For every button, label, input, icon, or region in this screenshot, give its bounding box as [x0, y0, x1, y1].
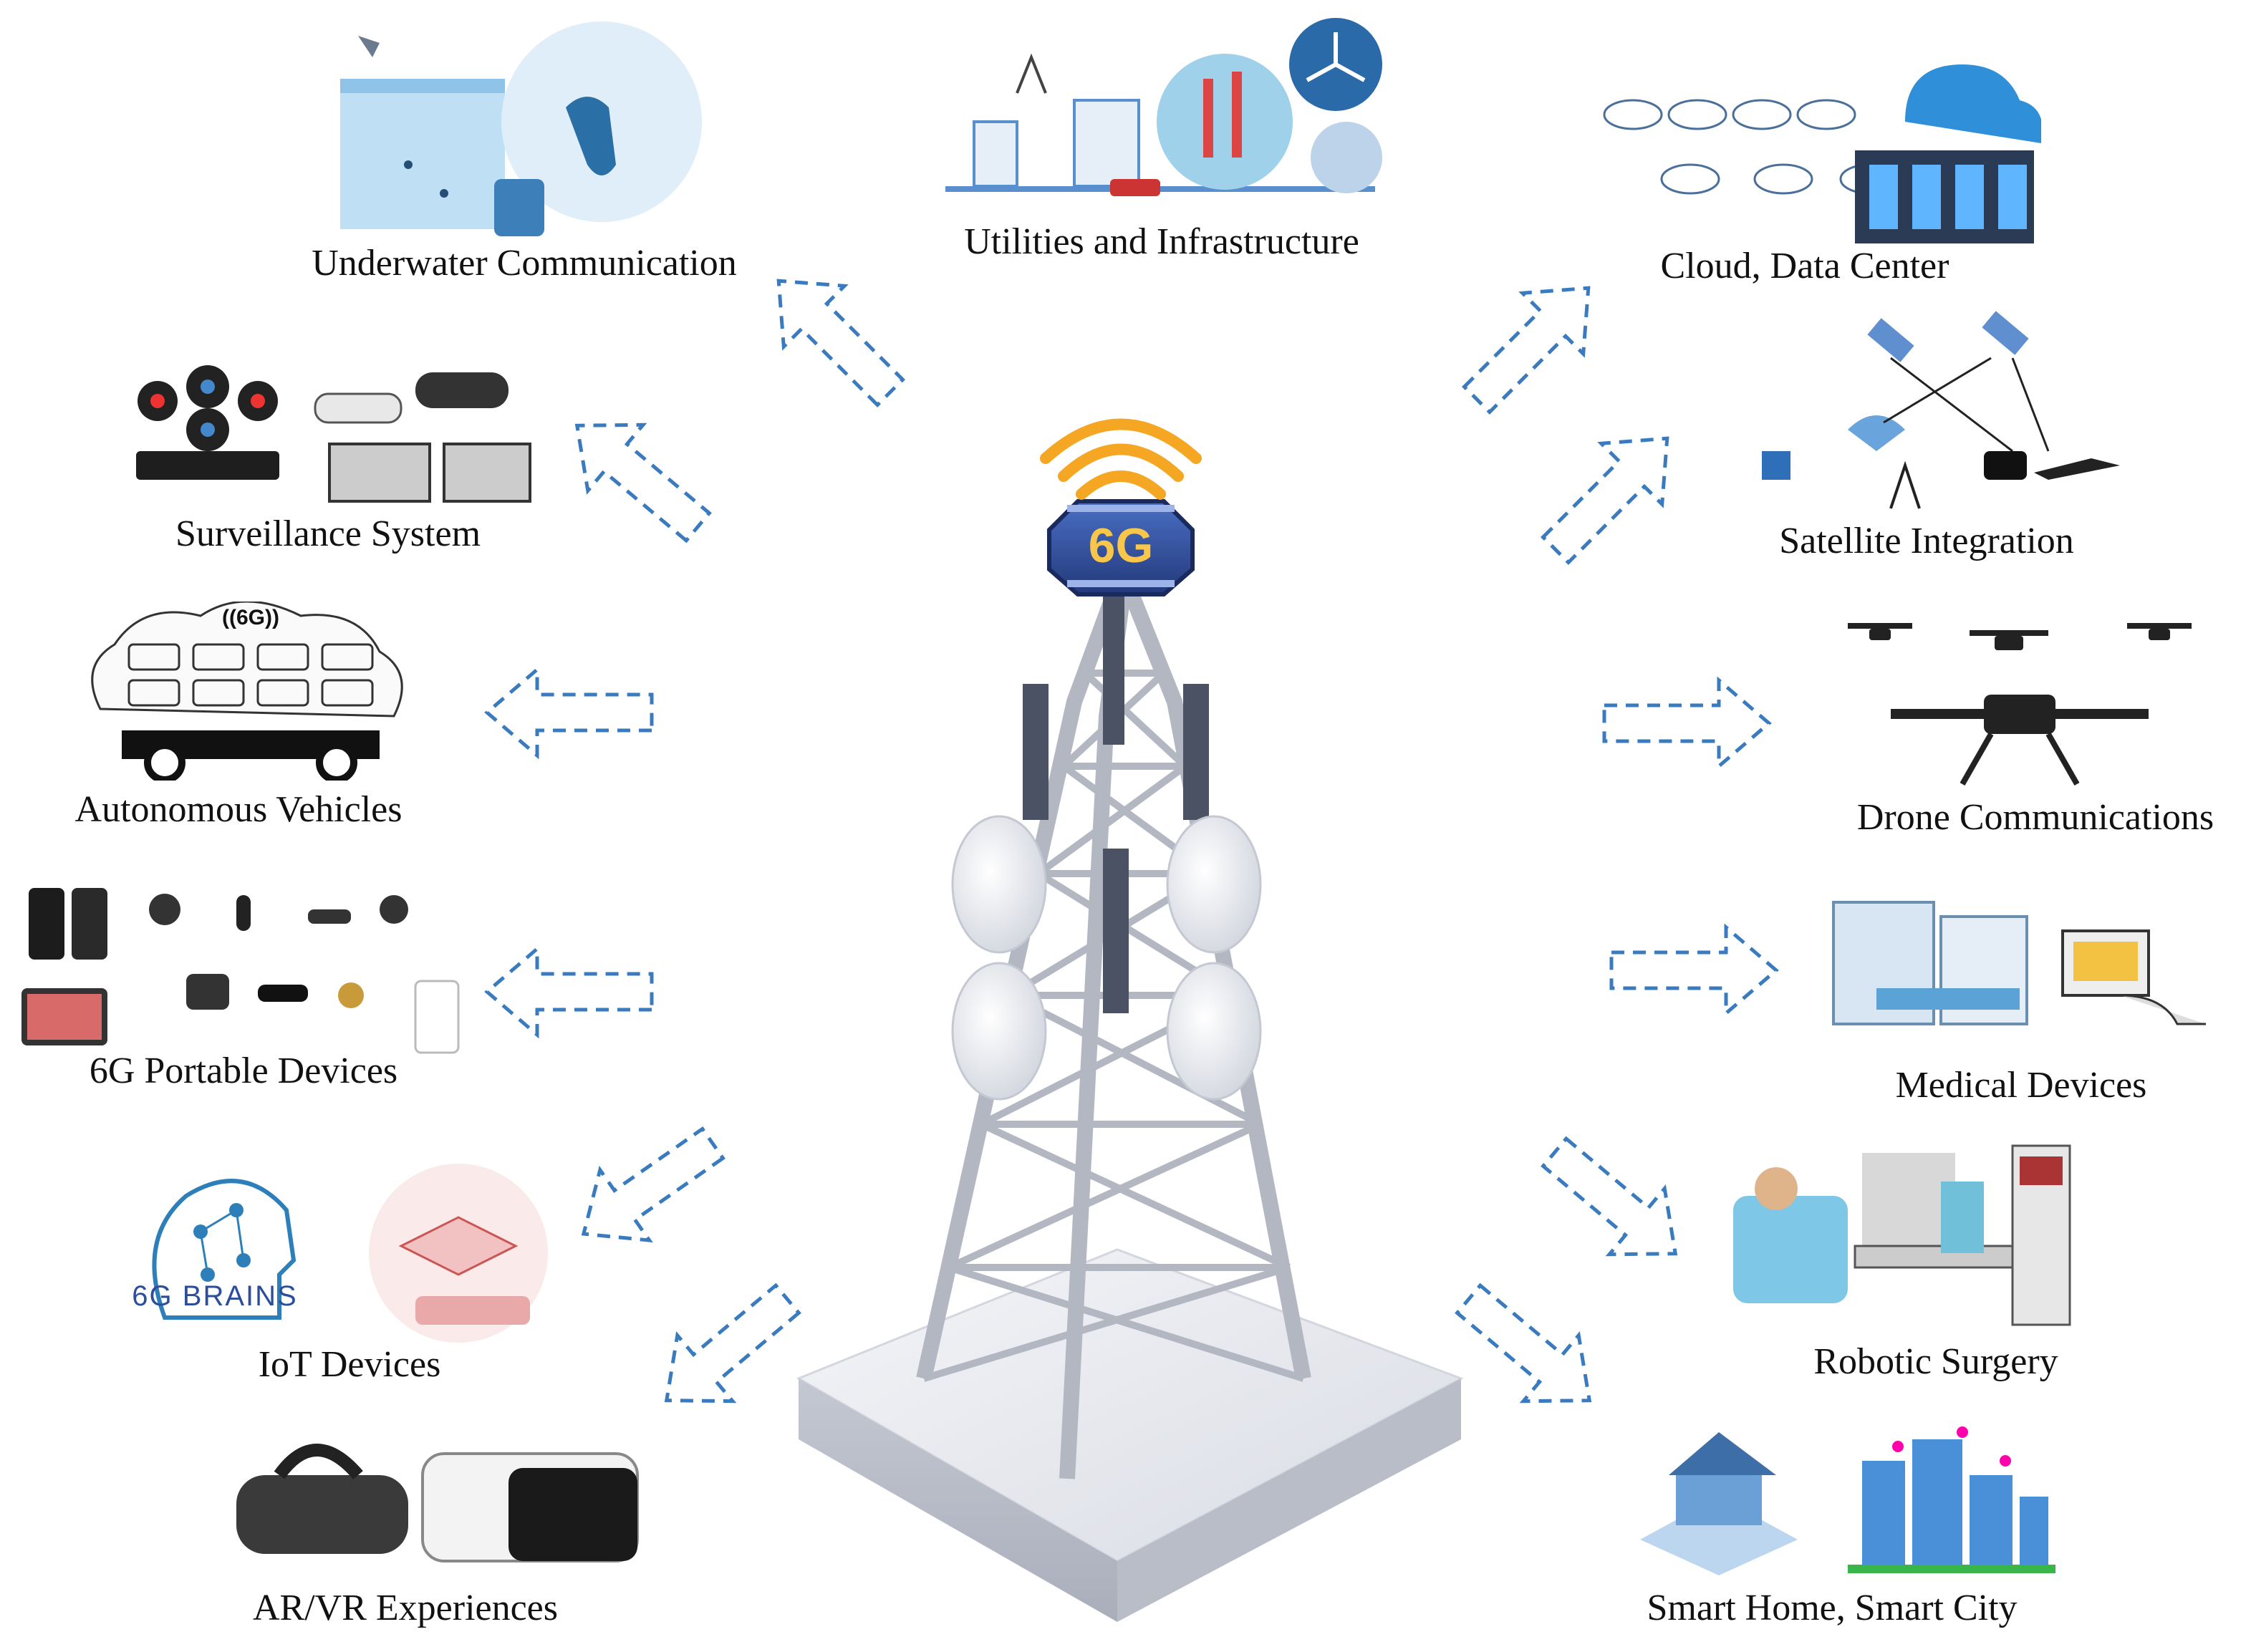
portable-devices-illustration: [21, 888, 460, 1054]
signal-waves-icon: [1040, 418, 1202, 500]
antenna-panels: [1023, 594, 1209, 1013]
arrow-to-surveillance: [574, 422, 712, 544]
arrow-to-medical: [1609, 923, 1779, 1018]
medical-illustration: [1832, 901, 2206, 1025]
label-underwater: Underwater Communication: [312, 243, 737, 284]
6g-badge: [1047, 499, 1195, 596]
drone-illustration: [1848, 623, 2192, 786]
label-medical: Medical Devices: [1895, 1065, 2147, 1106]
satellite-illustration: [1762, 311, 2120, 509]
label-smart: Smart Home, Smart City: [1647, 1588, 2018, 1628]
arvr-headsets-illustration: [236, 1444, 639, 1562]
iot-illustration: [152, 1164, 548, 1343]
label-robotic: Robotic Surgery: [1813, 1341, 2058, 1382]
tower-badge-text: 6G: [1088, 518, 1154, 573]
arrow-to-autonomous: [484, 665, 654, 760]
arrow-to-robotic: [1541, 1136, 1678, 1257]
label-autonomous: Autonomous Vehicles: [74, 789, 403, 830]
arrow-to-underwater: [776, 279, 905, 407]
vehicle-6g-badge: ((6G)): [222, 606, 279, 629]
arrow-to-drone: [1602, 676, 1772, 771]
autonomous-vehicle-illustration: [91, 602, 403, 781]
arrow-to-smart: [1455, 1283, 1592, 1404]
label-arvr: AR/VR Experiences: [252, 1588, 559, 1628]
underwater-illustration: [340, 21, 702, 236]
arrow-to-arvr: [664, 1283, 801, 1404]
arrow-to-satellite: [1541, 436, 1669, 565]
arrow-to-portable: [484, 945, 654, 1039]
label-iot: IoT Devices: [258, 1344, 441, 1385]
label-portable: 6G Portable Devices: [89, 1050, 398, 1091]
robotic-surgery-illustration: [1733, 1144, 2071, 1326]
surveillance-illustration: [136, 365, 531, 503]
arrow-to-iot: [581, 1126, 726, 1243]
label-drone: Drone Communications: [1856, 797, 2214, 838]
arrow-to-cloud: [1462, 286, 1591, 415]
smart-home-city-illustration: [1640, 1426, 2055, 1575]
label-satellite: Satellite Integration: [1779, 521, 2074, 561]
cloud-illustration: [1603, 64, 2041, 243]
label-utilities: Utilities and Infrastructure: [964, 221, 1359, 262]
6g-brains-logo: 6G BRAINS: [132, 1280, 298, 1312]
microwave-dishes: [951, 815, 1262, 1101]
label-surveillance: Surveillance System: [175, 513, 481, 554]
label-cloud: Cloud, Data Center: [1660, 246, 1949, 286]
utilities-illustration: [945, 18, 1382, 196]
